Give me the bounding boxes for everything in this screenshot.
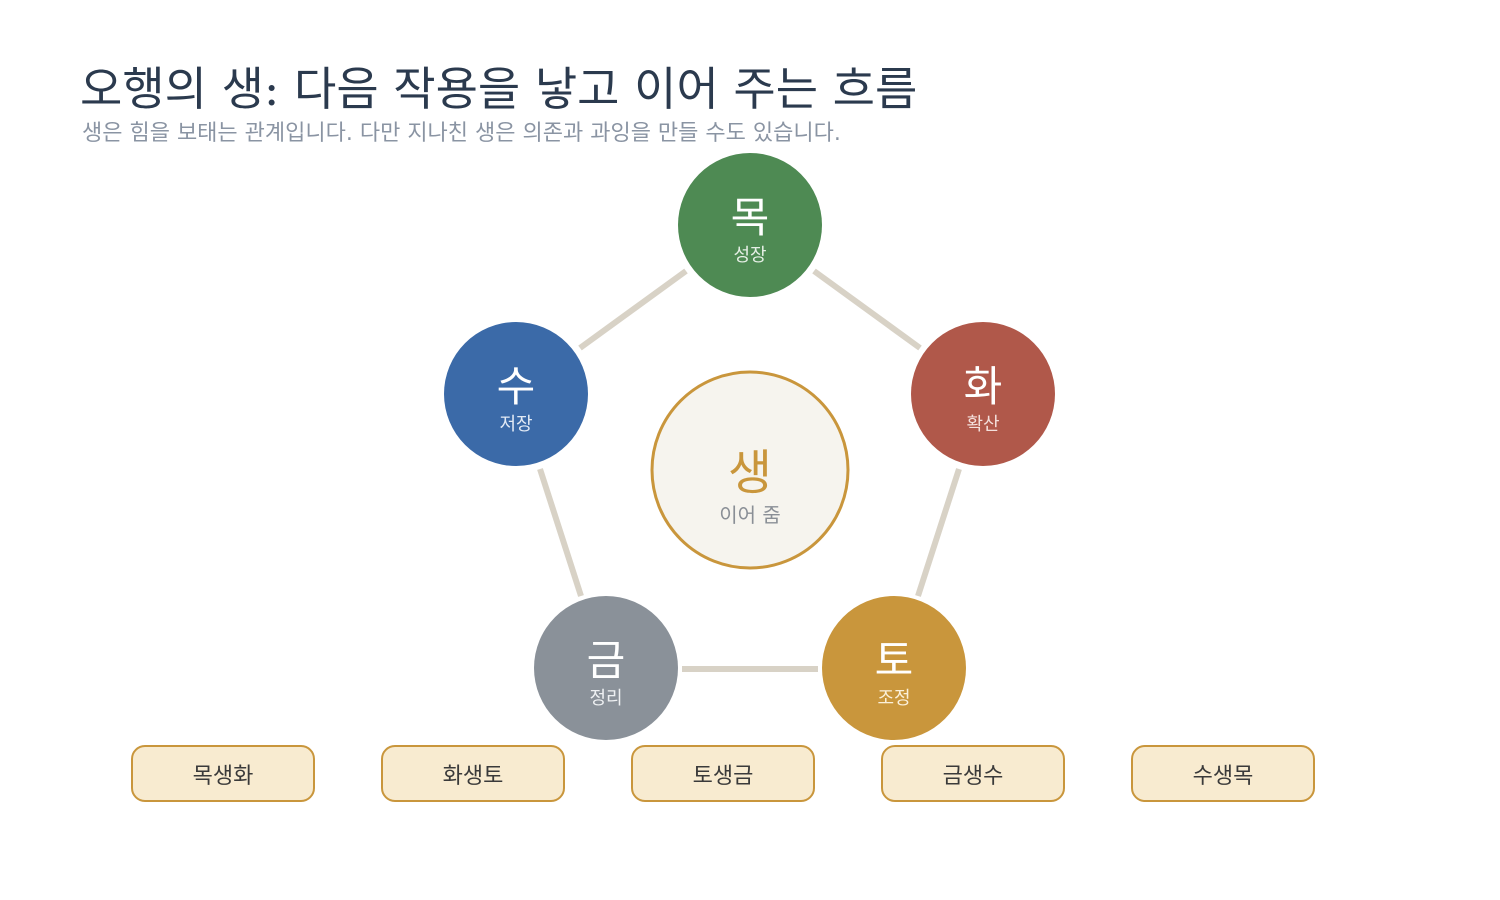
element-label-mok: 성장 [733, 245, 766, 266]
page-subtitle: 생은 힘을 보태는 관계입니다. 다만 지나친 생은 의존과 과잉을 만들 수도… [82, 121, 841, 146]
page-title: 오행의 생: 다음 작용을 낳고 이어 주는 흐름 [80, 62, 918, 116]
element-node-mok: 목 성장 [678, 153, 822, 297]
element-circle-mok [678, 153, 822, 297]
element-glyph-hwa: 화 [964, 362, 1003, 411]
element-glyph-geum: 금 [587, 636, 626, 685]
relation-pill-mok-hwa: 목생화 [131, 745, 315, 802]
element-glyph-su: 수 [497, 362, 536, 411]
connector-hwa-to [915, 468, 962, 597]
element-label-hwa: 확산 [966, 414, 999, 435]
center-glyph: 생 [728, 445, 772, 501]
element-glyph-mok: 목 [731, 193, 770, 242]
element-label-to: 조정 [877, 688, 910, 709]
center-node: 생 이어 줌 [650, 370, 850, 570]
relation-pill-su-mok: 수생목 [1131, 745, 1315, 802]
element-circle-su [444, 322, 588, 466]
element-circle-hwa [911, 322, 1055, 466]
element-node-hwa: 화 확산 [911, 322, 1055, 466]
element-node-geum: 금 정리 [534, 596, 678, 740]
element-label-su: 저장 [499, 414, 532, 435]
element-circle-to [822, 596, 966, 740]
element-circle-geum [534, 596, 678, 740]
connector-su-mok [578, 268, 688, 351]
connector-mok-hwa [812, 268, 922, 351]
center-label: 이어 줌 [719, 503, 781, 527]
center-circle [650, 370, 850, 570]
relation-pill-hwa-to: 화생토 [381, 745, 565, 802]
relation-pill-geum-su: 금생수 [881, 745, 1065, 802]
relation-pill-to-geum: 토생금 [631, 745, 815, 802]
connector-geum-su [537, 468, 584, 597]
element-label-geum: 정리 [589, 688, 622, 709]
element-node-to: 토 조정 [822, 596, 966, 740]
element-glyph-to: 토 [875, 636, 914, 685]
element-node-su: 수 저장 [444, 322, 588, 466]
